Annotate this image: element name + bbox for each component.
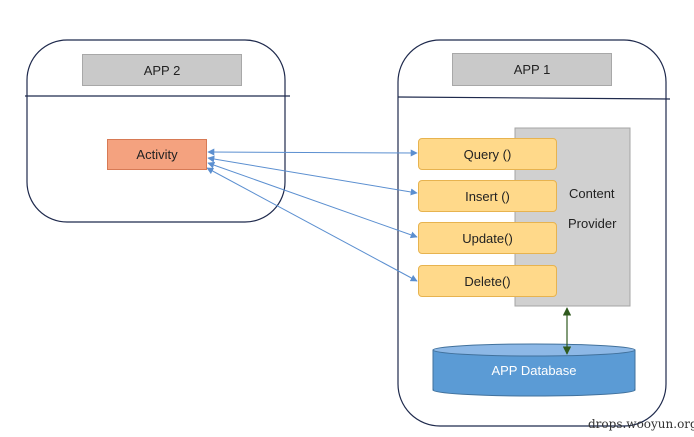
method-query: Query ()	[418, 138, 557, 170]
method-delete: Delete()	[418, 265, 557, 297]
database-cylinder	[432, 343, 636, 397]
app2-frame	[26, 39, 286, 223]
app2-title: APP 2	[82, 54, 242, 86]
watermark: drops.wooyun.org	[588, 417, 694, 431]
database-label: APP Database	[491, 362, 577, 378]
app1-title: APP 1	[452, 53, 612, 86]
method-update: Update()	[418, 222, 557, 254]
arrow-update	[207, 161, 418, 239]
method-insert: Insert ()	[418, 180, 557, 212]
content-provider-label-line1: Content	[569, 186, 615, 201]
activity-box: Activity	[107, 139, 207, 170]
arrow-delete	[206, 167, 418, 282]
content-provider-label-line2: Provider	[568, 216, 617, 231]
arrow-insert	[207, 155, 418, 196]
arrow-query	[207, 148, 418, 157]
app1-divider	[397, 96, 671, 100]
